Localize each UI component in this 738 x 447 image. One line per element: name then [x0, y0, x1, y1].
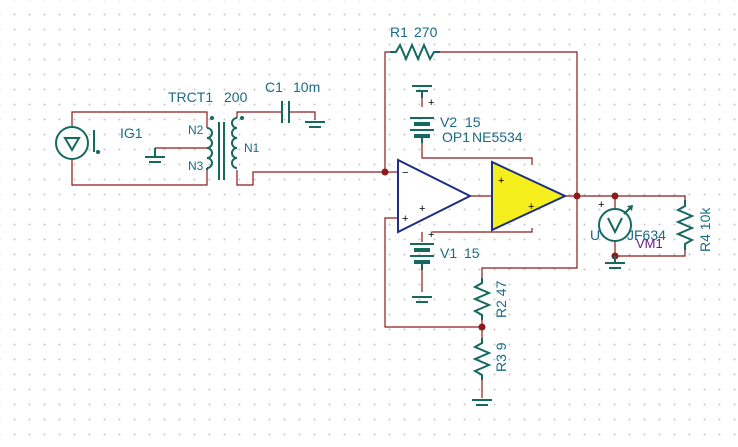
wire-c1-to-gnd: [300, 111, 316, 120]
r4-label: R4 10k: [697, 207, 713, 252]
wire-r1-right: [440, 51, 578, 196]
junction-r2-r3: [478, 323, 486, 331]
wire-r1-left: [384, 51, 390, 172]
r1-resistor[interactable]: R1 270: [390, 24, 440, 62]
svg-text:+: +: [528, 201, 534, 213]
ground-primary: [145, 148, 165, 163]
ig1-label: IG1: [120, 125, 143, 141]
ground-vm1: [605, 256, 625, 269]
trct1-ref: TRCT1: [168, 89, 213, 105]
junction-input: [381, 168, 389, 176]
op1-value: NE5534: [472, 129, 523, 145]
ig1-current-source[interactable]: IG1: [55, 125, 143, 160]
trct1-n3: N3: [188, 159, 204, 173]
r1-value: 270: [414, 24, 438, 40]
wire-buffer-bottom: [432, 228, 533, 233]
vm1-v-icon: [607, 217, 623, 235]
op1-body: [397, 158, 473, 234]
ground-r3: [472, 399, 492, 406]
wire-secondary-to-input: [236, 170, 385, 186]
op1-minus-mark: −: [402, 167, 408, 179]
v2-battery[interactable]: + V2 15: [410, 85, 481, 143]
wires: [71, 51, 686, 398]
c1-ref: C1: [265, 79, 283, 95]
ig1-arrow-icon: [63, 137, 81, 152]
vm1-ref: VM1: [636, 236, 663, 251]
wire-r4-bottom: [614, 240, 686, 257]
v2-ref: V2: [440, 114, 457, 130]
wire-output: [565, 195, 686, 200]
wire-ig1-bottom: [71, 158, 208, 186]
r3-resistor[interactable]: R3 9: [472, 338, 509, 380]
junction-vm1: [611, 192, 619, 200]
op1-opamp[interactable]: − + + OP1 NE5534: [397, 129, 523, 234]
ground-v1: [412, 296, 432, 303]
vm1-u-label: U: [590, 227, 600, 243]
trct1-n1: N1: [244, 141, 260, 155]
ig1-symbol: [55, 126, 89, 160]
r3-label: R3 9: [493, 342, 509, 372]
r4-resistor[interactable]: R4 10k: [675, 200, 713, 252]
v2-plus-mark: +: [428, 97, 434, 109]
wire-r2-top: [481, 196, 578, 278]
wire-v2-bottom: [421, 143, 533, 165]
wire-noninverting-feedback: [384, 217, 482, 328]
c1-value: 10m: [293, 79, 320, 95]
trct1-value: 200: [224, 89, 248, 105]
r4-zigzag: [675, 200, 695, 250]
junction-output: [573, 192, 581, 200]
v1-ref: V1: [440, 245, 457, 261]
ground-c1: [305, 121, 325, 128]
op1-plus-mark: +: [402, 213, 408, 225]
op1-ref: OP1: [442, 129, 470, 145]
svg-text:+: +: [419, 203, 425, 215]
r1-ref: R1: [390, 24, 408, 40]
buffer-opamp[interactable]: + +: [491, 160, 568, 232]
wire-secondary-top-to-c1: [236, 111, 270, 118]
r1-zigzag: [390, 42, 440, 62]
r2-zigzag: [472, 278, 492, 320]
vm1-voltmeter[interactable]: + U JF634 VM1: [590, 199, 666, 251]
ig1-dot: [96, 150, 100, 154]
trct1-transformer[interactable]: TRCT1 200 N2 N3 N1: [168, 89, 260, 180]
r3-zigzag: [472, 338, 492, 380]
r2-resistor[interactable]: R2 47: [472, 278, 509, 320]
v1-battery[interactable]: + V1 15: [410, 229, 480, 270]
v1-plus-mark: +: [428, 229, 434, 241]
v1-value: 15: [464, 245, 480, 261]
trct1-secondary-coil: [231, 117, 238, 169]
wire-ig1-top: [71, 111, 208, 128]
trct1-primary-coil: [206, 127, 213, 169]
buffer-body: [491, 160, 568, 232]
vm1-jf634: JF634: [627, 227, 666, 243]
svg-text:+: +: [498, 175, 504, 187]
c1-capacitor[interactable]: C1 10m: [265, 79, 320, 123]
vm1-symbol: [598, 208, 632, 242]
svg-text:+: +: [598, 199, 604, 211]
r2-label: R2 47: [493, 280, 509, 318]
trct1-n2: N2: [188, 123, 204, 137]
v2-value: 15: [465, 114, 481, 130]
